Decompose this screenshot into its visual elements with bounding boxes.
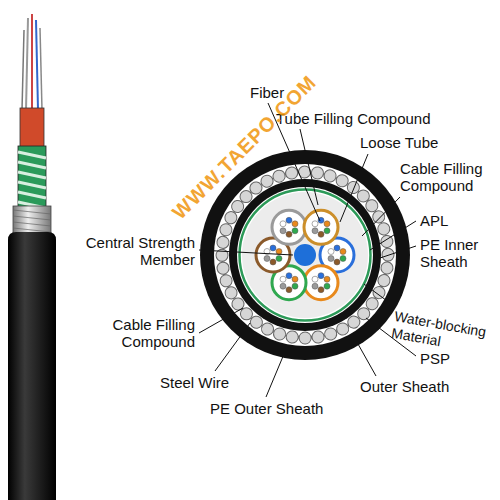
part-label: PE Inner Sheath bbox=[420, 236, 496, 270]
part-label: Cable Filling Compound bbox=[400, 160, 496, 194]
part-label: Outer Sheath bbox=[360, 378, 449, 395]
part-label: Cable Filling Compound bbox=[95, 316, 195, 350]
part-label: Central Strength Member bbox=[70, 234, 195, 268]
part-label: PE Outer Sheath bbox=[210, 400, 323, 417]
cable-side-view bbox=[8, 14, 56, 500]
part-label: Loose Tube bbox=[360, 134, 438, 151]
part-label: Steel Wire bbox=[160, 374, 229, 391]
cross-section bbox=[200, 150, 410, 360]
part-label: PSP bbox=[420, 350, 450, 367]
part-label: Tube Filling Compound bbox=[276, 110, 431, 127]
part-label: Fiber bbox=[250, 84, 284, 101]
part-label: APL bbox=[420, 212, 448, 229]
